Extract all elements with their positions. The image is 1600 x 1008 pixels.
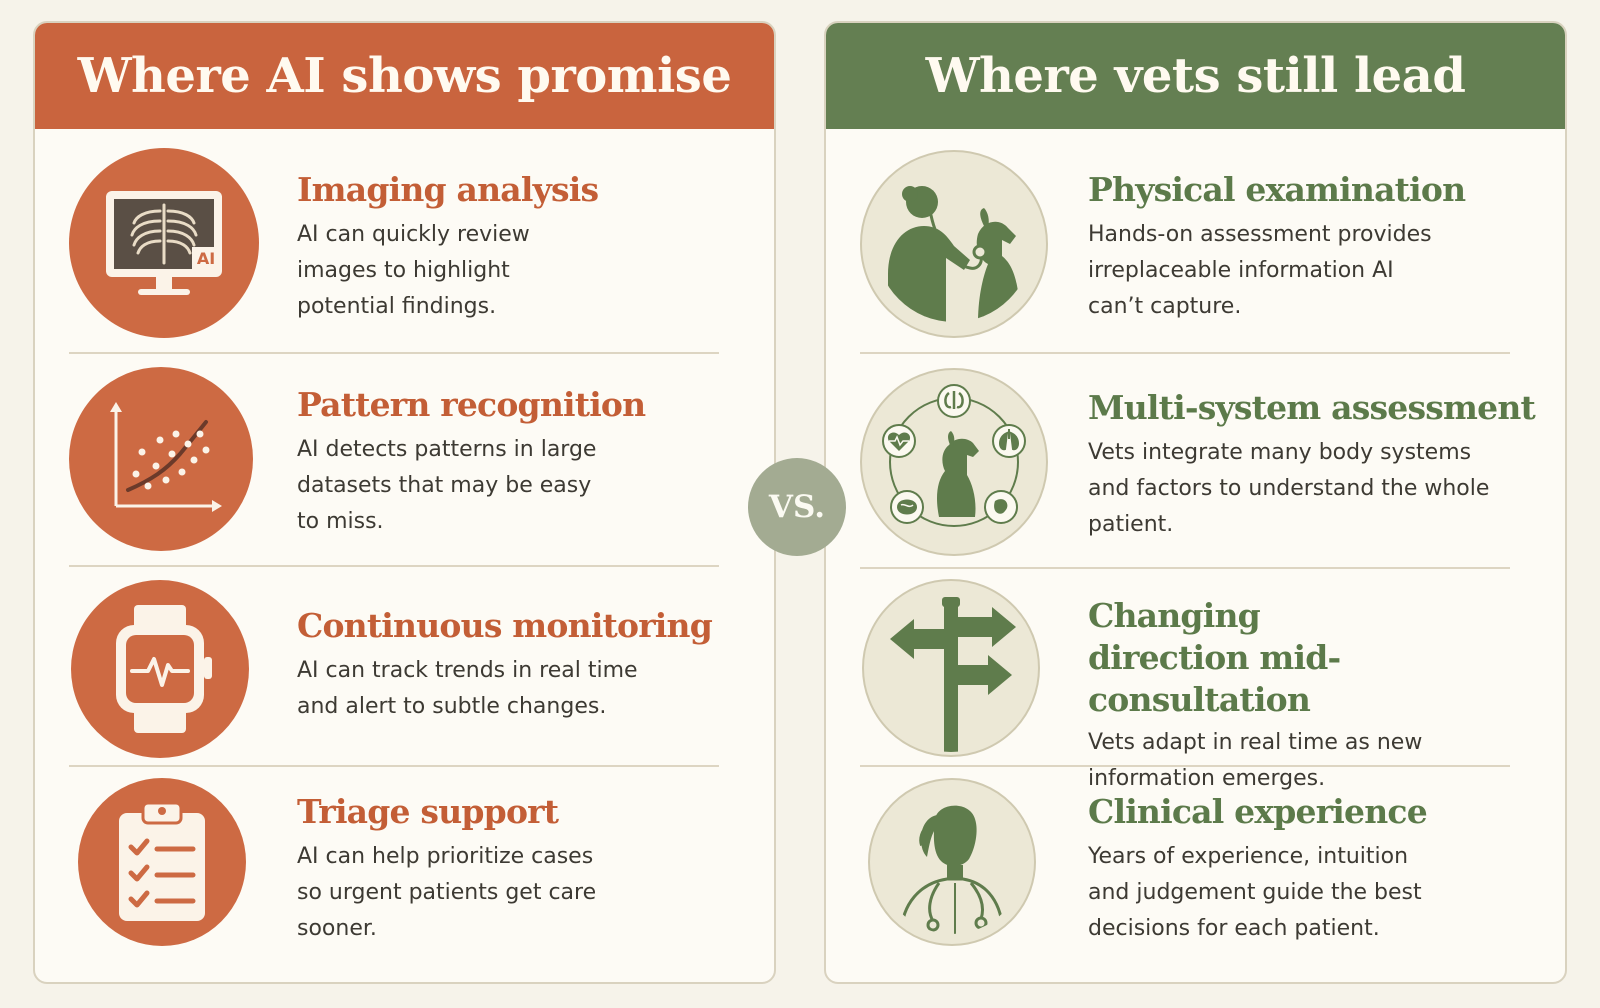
row-divider [860,352,1510,354]
item-title-pattern-recognition: Pattern recognition [297,385,646,424]
ai-panel-title: Where AI shows promise [35,23,774,129]
item-title-continuous-monitoring: Continuous monitoring [297,606,713,645]
row-divider [860,765,1510,767]
item-desc-changing-direction: Vets adapt in real time as new informati… [1088,730,1423,791]
item-desc-physical-examination: Hands-on assessment provides irreplaceab… [1088,222,1432,319]
item-desc-multi-system-assessment: Vets integrate many body systems and fac… [1088,440,1490,537]
row-divider [860,567,1510,569]
item-title-changing-direction: Changing direction mid-consultation [1088,596,1341,719]
row-divider [69,565,719,567]
signpost-icon [862,579,1040,757]
item-desc-imaging-analysis: AI can quickly review images to highligh… [297,222,530,319]
vet-stethoscope-dog-icon [860,150,1048,338]
item-desc-continuous-monitoring: AI can track trends in real time and ale… [297,658,638,719]
item-title-multi-system-assessment: Multi-system assessment [1088,388,1536,427]
row-divider [69,352,719,354]
dog-body-systems-icon [860,368,1048,556]
xray-monitor-icon: AI [69,148,259,338]
item-desc-pattern-recognition: AI detects patterns in large datasets th… [297,437,597,534]
item-title-clinical-experience: Clinical experience [1088,792,1428,831]
scatter-plot-icon [69,367,253,551]
vet-profile-icon [868,778,1036,946]
vets-panel: Where vets still lead Physical examinati… [824,21,1567,984]
vs-badge: VS. [748,458,846,556]
ai-panel: Where AI shows promise AI Imaging ana [33,21,776,984]
item-title-imaging-analysis: Imaging analysis [297,170,599,209]
smartwatch-heartbeat-icon [71,580,249,758]
vets-panel-title: Where vets still lead [826,23,1565,129]
item-desc-triage-support: AI can help prioritize cases so urgent p… [297,844,597,941]
item-title-triage-support: Triage support [297,792,559,831]
item-title-physical-examination: Physical examination [1088,170,1466,209]
item-desc-clinical-experience: Years of experience, intuition and judge… [1088,844,1422,941]
ai-label: AI [197,249,215,268]
clipboard-checklist-icon [78,778,246,946]
row-divider [69,765,719,767]
